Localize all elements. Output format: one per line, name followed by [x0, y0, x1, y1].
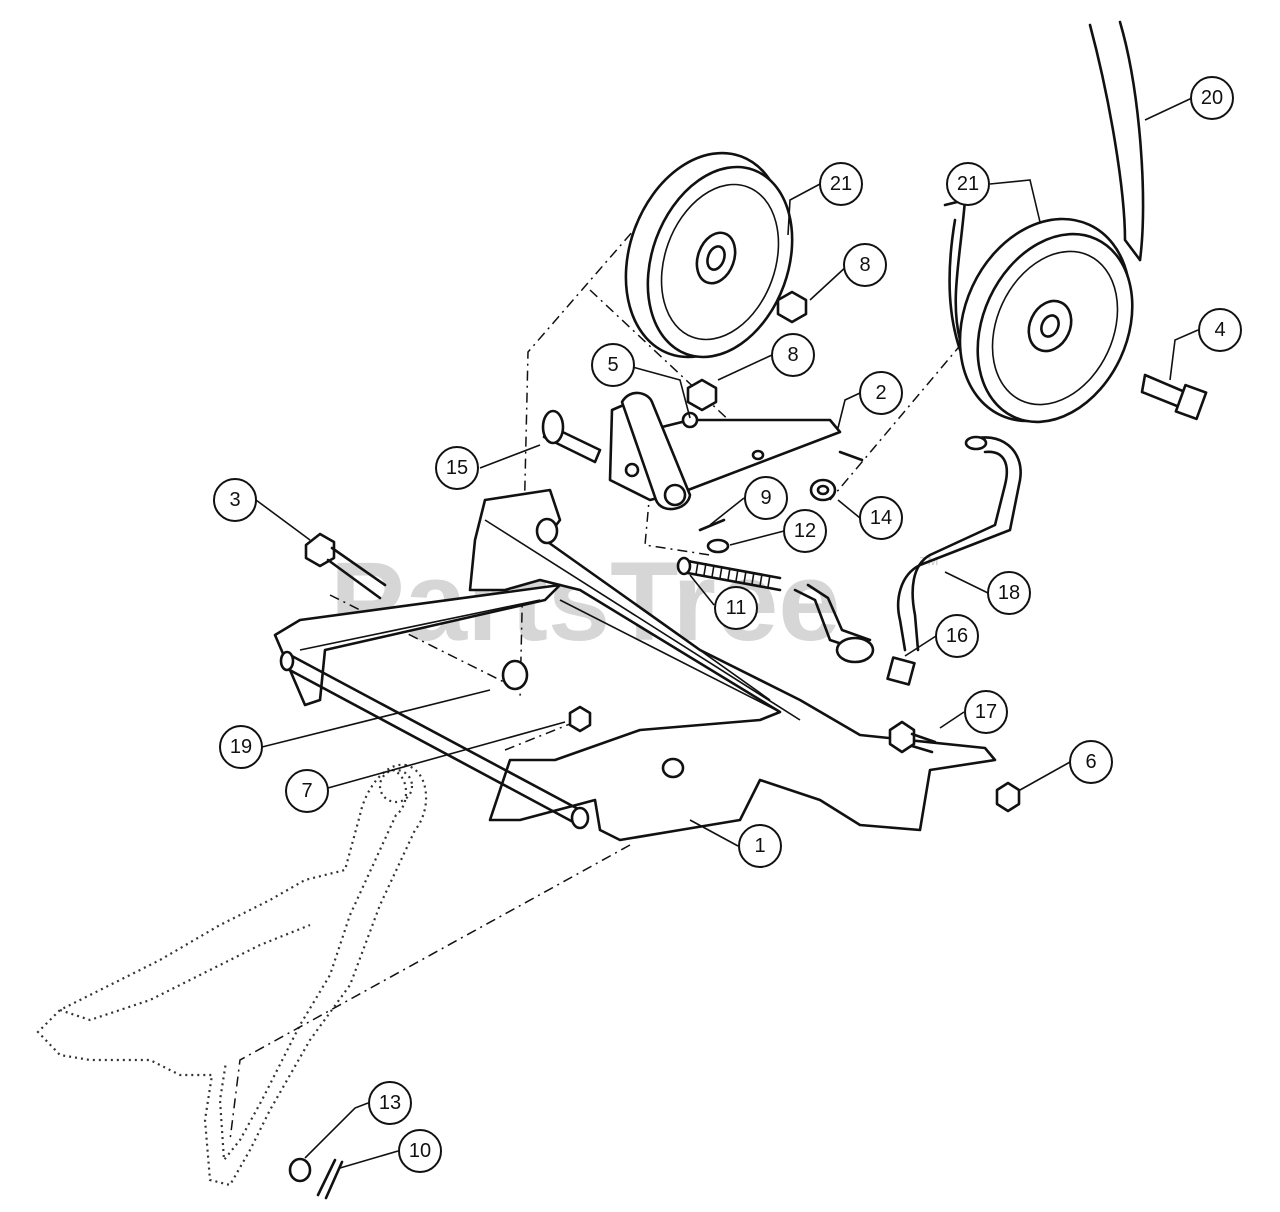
callout-3[interactable]: 3: [213, 478, 257, 522]
callout-8-upper[interactable]: 8: [843, 243, 887, 287]
link-16: [793, 583, 916, 686]
callout-7-label: 7: [301, 780, 312, 802]
callout-21-upper-label: 21: [830, 173, 852, 195]
callout-17-label: 17: [975, 701, 997, 723]
callout-19[interactable]: 19: [219, 725, 263, 769]
callout-11-label: 11: [726, 597, 747, 619]
callout-18-label: 18: [998, 582, 1020, 604]
callout-18[interactable]: 18: [987, 571, 1031, 615]
bolt-17: [888, 720, 937, 754]
spacer-19: [501, 659, 529, 691]
callout-16-label: 16: [946, 625, 968, 647]
washer-14: [809, 478, 837, 502]
callout-3-label: 3: [229, 489, 240, 511]
nut-6: [995, 781, 1021, 813]
bolt-3: [304, 532, 387, 600]
callout-13[interactable]: 13: [368, 1081, 412, 1125]
axle-rod: [279, 650, 590, 830]
pivot-bolt-15: [541, 409, 602, 464]
bolt-4: [1140, 373, 1208, 421]
callout-12[interactable]: 12: [783, 509, 827, 553]
assembly-lines: [229, 199, 991, 1141]
callout-9-label: 9: [760, 487, 771, 509]
idler-pulley-upper: [624, 151, 794, 359]
idler-pulley-right: [943, 20, 1145, 424]
callout-10[interactable]: 10: [398, 1129, 442, 1173]
callout-13-label: 13: [379, 1092, 401, 1114]
callout-21-right-label: 21: [957, 173, 979, 195]
watermark-text: PartsTree: [330, 539, 841, 664]
nut-8-lower: [686, 378, 718, 412]
pin-10: [316, 1158, 344, 1200]
idler-rod-18: [896, 435, 1022, 652]
callout-8-lower-label: 8: [787, 344, 798, 366]
callout-8-lower[interactable]: 8: [771, 333, 815, 377]
nut-8-upper: [776, 290, 808, 324]
callout-1-label: 1: [754, 835, 765, 857]
washer-13: [288, 1157, 312, 1183]
idler-bracket: [608, 391, 864, 511]
callout-8-upper-label: 8: [859, 254, 870, 276]
callout-14[interactable]: 14: [859, 496, 903, 540]
callout-9[interactable]: 9: [744, 476, 788, 520]
callout-4-label: 4: [1214, 319, 1225, 341]
callout-12-label: 12: [794, 520, 816, 542]
callout-21-right[interactable]: 21: [946, 162, 990, 206]
callout-14-label: 14: [870, 507, 892, 529]
callout-20[interactable]: 20: [1190, 76, 1234, 120]
callout-2[interactable]: 2: [859, 371, 903, 415]
callout-19-label: 19: [230, 736, 252, 758]
callout-16[interactable]: 16: [935, 614, 979, 658]
callout-4[interactable]: 4: [1198, 308, 1242, 352]
callout-20-label: 20: [1201, 87, 1223, 109]
cotter-pin-9: [698, 518, 726, 532]
callouts: 20 21 21 8 8 4 5 2 15 9 14 3 12 11 18 16…: [213, 76, 1242, 1173]
callout-11[interactable]: 11: [714, 586, 758, 630]
callout-10-label: 10: [409, 1140, 431, 1162]
callout-21-upper[interactable]: 21: [819, 162, 863, 206]
chassis-frame-outline: [36, 763, 428, 1187]
callout-5[interactable]: 5: [591, 343, 635, 387]
callout-15[interactable]: 15: [435, 446, 479, 490]
extension-spring-11: [676, 556, 782, 592]
callout-5-label: 5: [607, 354, 618, 376]
main-frame: [273, 488, 997, 842]
callout-15-label: 15: [446, 457, 468, 479]
leader-lines: [255, 97, 1199, 1169]
callout-6[interactable]: 6: [1069, 740, 1113, 784]
callout-6-label: 6: [1085, 751, 1096, 773]
washer-12: [706, 538, 730, 554]
callout-17[interactable]: 17: [964, 690, 1008, 734]
nut-7: [568, 705, 592, 733]
callout-2-label: 2: [875, 382, 886, 404]
callout-1[interactable]: 1: [738, 824, 782, 868]
callout-7[interactable]: 7: [285, 769, 329, 813]
